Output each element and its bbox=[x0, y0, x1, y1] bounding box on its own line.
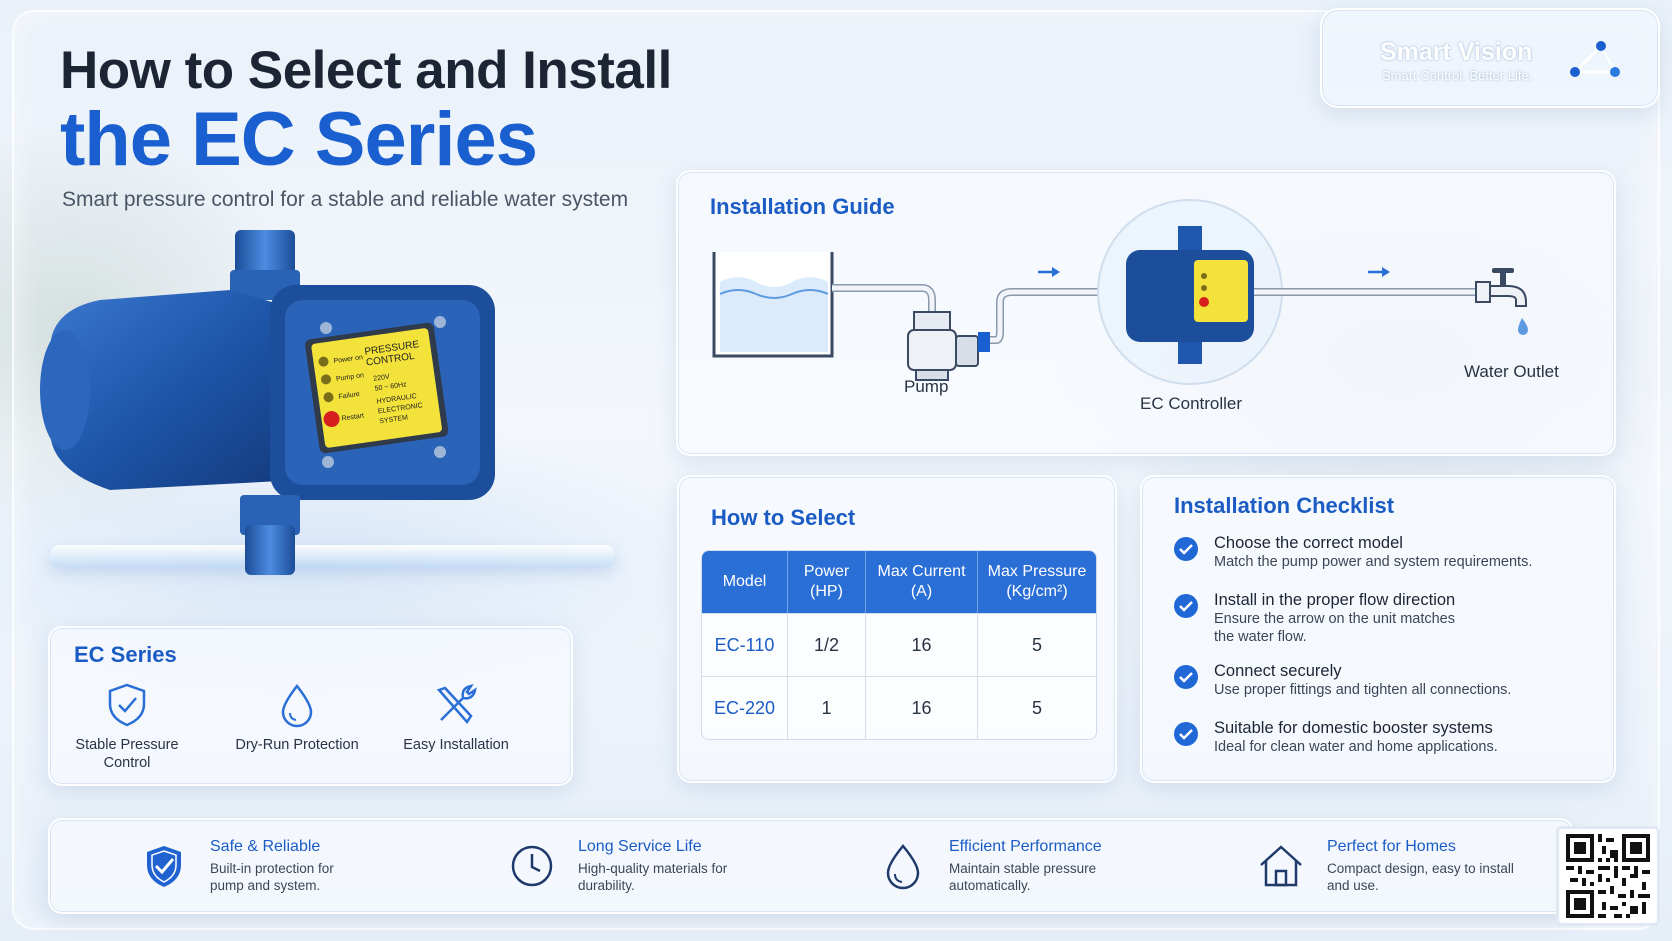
benefit-detail: Built-in protection for pump and system. bbox=[210, 861, 334, 893]
check-icon bbox=[1174, 665, 1198, 689]
benefit-detail: Compact design, easy to install and use. bbox=[1327, 861, 1514, 893]
column-header: Power (HP) bbox=[787, 551, 865, 613]
checklist-item: Install in the proper flow direction Ens… bbox=[1174, 590, 1604, 646]
how-to-select-card: How to Select Model Power (HP) Max Curre… bbox=[677, 475, 1117, 783]
outlet-label: Water Outlet bbox=[1464, 362, 1559, 381]
feature-easy-install: Easy Installation bbox=[381, 680, 531, 754]
installation-diagram bbox=[712, 199, 1528, 385]
installation-checklist-card: Installation Checklist Choose the correc… bbox=[1140, 475, 1616, 783]
checklist-heading: Choose the correct model bbox=[1214, 534, 1403, 552]
checklist-heading: Connect securely bbox=[1214, 662, 1342, 680]
table-cell: 16 bbox=[865, 676, 977, 739]
model-spec-table: Model Power (HP) Max Current (A) Max Pre… bbox=[701, 550, 1097, 740]
product-shelf bbox=[50, 545, 615, 567]
benefit-detail: Maintain stable pressure automatically. bbox=[949, 861, 1097, 893]
lamp-label: Pump on bbox=[336, 372, 365, 383]
feature-label: Dry-Run Protection bbox=[235, 737, 359, 753]
feature-stable-pressure: Stable Pressure Control bbox=[52, 680, 202, 772]
checklist-item: Suitable for domestic booster systems Id… bbox=[1174, 718, 1604, 756]
brand-logo-icon bbox=[1570, 41, 1620, 77]
benefit-title: Long Service Life bbox=[578, 838, 702, 855]
table-row: EC-220 1 16 5 bbox=[702, 676, 1096, 739]
table-cell: 5 bbox=[977, 676, 1096, 739]
table-cell: EC-110 bbox=[702, 613, 787, 676]
faucet-icon bbox=[1475, 268, 1528, 335]
installation-guide-card: Installation Guide bbox=[676, 170, 1616, 456]
benefit-title: Efficient Performance bbox=[949, 838, 1102, 855]
brand-tagline: Smart Control. Better Life. bbox=[1382, 68, 1533, 83]
feature-dry-run: Dry-Run Protection bbox=[222, 680, 372, 754]
water-drop-icon bbox=[886, 844, 920, 890]
qr-code-image bbox=[1566, 834, 1650, 918]
brand-name: Smart Vision bbox=[1380, 38, 1533, 66]
checklist-heading: Install in the proper flow direction bbox=[1214, 591, 1456, 609]
table-row: EC-110 1/2 16 5 bbox=[702, 613, 1096, 676]
benefit-detail: High-quality materials for durability. bbox=[578, 861, 728, 893]
benefit-title: Perfect for Homes bbox=[1327, 838, 1456, 855]
installation-guide-title: Installation Guide bbox=[710, 194, 895, 219]
lamp-label: Failure bbox=[338, 391, 360, 401]
checklist-heading: Suitable for domestic booster systems bbox=[1214, 719, 1493, 737]
column-header: Max Pressure (Kg/cm²) bbox=[977, 551, 1096, 613]
page-title-line1: How to Select and Install bbox=[60, 41, 672, 100]
panel-spec: SYSTEM bbox=[379, 414, 409, 425]
controller-label: EC Controller bbox=[1140, 394, 1243, 413]
shield-check-icon bbox=[147, 846, 181, 887]
checklist-detail: Ideal for clean water and home applicati… bbox=[1214, 739, 1498, 755]
checklist-detail: Use proper fittings and tighten all conn… bbox=[1214, 682, 1512, 698]
brand-card: Smart Vision Smart Control. Better Life. bbox=[1320, 8, 1660, 108]
water-tank-icon bbox=[712, 252, 834, 358]
pump-label: Pump bbox=[904, 377, 949, 396]
tools-icon bbox=[436, 684, 477, 725]
house-icon bbox=[1260, 845, 1302, 887]
ec-controller-product-image: PRESSURE CONTROL Power on Pump on Failur… bbox=[40, 230, 495, 575]
panel-spec: 50 ~ 60Hz bbox=[374, 381, 407, 392]
checklist-detail: Ensure the arrow on the unit matches the… bbox=[1214, 611, 1455, 645]
feature-label: Easy Installation bbox=[403, 737, 509, 753]
column-header: Max Current (A) bbox=[865, 551, 977, 613]
ec-controller-icon bbox=[1126, 226, 1254, 364]
feature-label: Stable Pressure Control bbox=[75, 737, 179, 771]
checklist-detail: Match the pump power and system requirem… bbox=[1214, 554, 1533, 570]
check-icon bbox=[1174, 537, 1198, 561]
how-to-select-title: How to Select bbox=[711, 505, 856, 530]
lamp-label: Power on bbox=[333, 354, 363, 365]
checklist-item: Connect securely Use proper fittings and… bbox=[1174, 661, 1604, 699]
check-icon bbox=[1174, 722, 1198, 746]
clock-icon bbox=[511, 845, 553, 887]
qr-code[interactable] bbox=[1556, 826, 1660, 926]
checklist-title: Installation Checklist bbox=[1174, 493, 1395, 518]
page-subtitle: Smart pressure control for a stable and … bbox=[62, 188, 629, 211]
checklist-item: Choose the correct model Match the pump … bbox=[1174, 533, 1604, 571]
pump-icon bbox=[907, 311, 990, 381]
water-drop-icon bbox=[281, 683, 313, 728]
column-header: Model bbox=[702, 551, 787, 613]
panel-spec: 220V bbox=[373, 374, 390, 383]
check-icon bbox=[1174, 594, 1198, 618]
table-cell: 16 bbox=[865, 613, 977, 676]
page-frame bbox=[12, 10, 1660, 930]
ec-series-title: EC Series bbox=[74, 642, 177, 667]
lamp-label: Restart bbox=[341, 413, 364, 423]
table-cell: 1/2 bbox=[787, 613, 865, 676]
benefit-title: Safe & Reliable bbox=[210, 838, 321, 855]
benefits-bar: Safe & Reliable Built-in protection for … bbox=[48, 818, 1574, 914]
table-cell: 1 bbox=[787, 676, 865, 739]
table-header-row: Model Power (HP) Max Current (A) Max Pre… bbox=[702, 551, 1096, 613]
table-cell: 5 bbox=[977, 613, 1096, 676]
shield-check-icon bbox=[108, 683, 146, 727]
page-title-line2: the EC Series bbox=[60, 97, 538, 182]
ec-series-card: EC Series Stable Pressure Control Dry-Ru… bbox=[48, 626, 573, 786]
table-cell: EC-220 bbox=[702, 676, 787, 739]
